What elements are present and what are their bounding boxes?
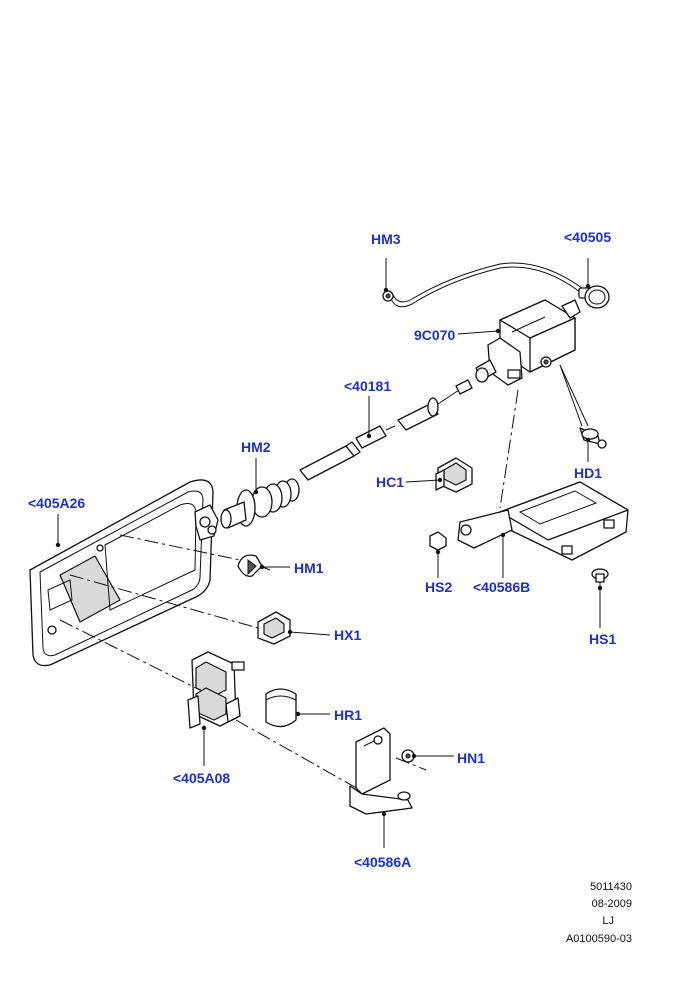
callout-hd1: HD1 bbox=[574, 465, 603, 481]
actuator-9c070 bbox=[475, 299, 581, 386]
drawing-reference: A0100590-03 bbox=[565, 933, 632, 945]
fuel-filler-door bbox=[29, 479, 214, 667]
clip-hd1 bbox=[579, 427, 607, 449]
callout-hx1: HX1 bbox=[334, 627, 362, 643]
leader-dots bbox=[55, 283, 603, 817]
callout-hm3: HM3 bbox=[371, 231, 401, 247]
callout-hs1: HS1 bbox=[589, 631, 617, 647]
grommet-hm2 bbox=[220, 478, 300, 529]
callout-405a08: <405A08 bbox=[173, 770, 231, 786]
callout-hs2: HS2 bbox=[425, 579, 453, 595]
drawing-date: 08-2009 bbox=[591, 898, 632, 910]
housing-hc1 bbox=[435, 457, 473, 493]
bracket-hx1 bbox=[257, 611, 291, 645]
callout-hn1: HN1 bbox=[457, 750, 486, 766]
callout-hr1: HR1 bbox=[334, 707, 363, 723]
latch-405a08 bbox=[187, 651, 245, 729]
door-hinge bbox=[194, 504, 219, 541]
callout-hm1: HM1 bbox=[294, 560, 324, 576]
callout-hm2: HM2 bbox=[241, 439, 271, 455]
release-cable bbox=[299, 379, 473, 481]
callout-9c070: 9C070 bbox=[414, 327, 456, 343]
drawing-initials: LJ bbox=[602, 915, 614, 927]
callout-40586a: <40586A bbox=[354, 854, 412, 870]
alignment-lines bbox=[59, 389, 519, 791]
callout-hc1: HC1 bbox=[376, 474, 405, 490]
leader-lines bbox=[57, 258, 601, 848]
cover-hr1 bbox=[265, 688, 297, 728]
clip-hm1 bbox=[237, 554, 271, 577]
callout-40586b: <40586B bbox=[473, 579, 531, 595]
callout-40181: <40181 bbox=[344, 378, 392, 394]
callout-405a26: <405A26 bbox=[28, 495, 86, 511]
bracket-40586b bbox=[457, 481, 629, 561]
drawing-number: 5011430 bbox=[589, 881, 632, 893]
cable-hm3 bbox=[382, 262, 583, 308]
plunger-cap bbox=[578, 285, 610, 309]
bolt-hs1 bbox=[591, 568, 609, 590]
bracket-40586a bbox=[349, 727, 413, 815]
callout-40505: <40505 bbox=[564, 229, 612, 245]
